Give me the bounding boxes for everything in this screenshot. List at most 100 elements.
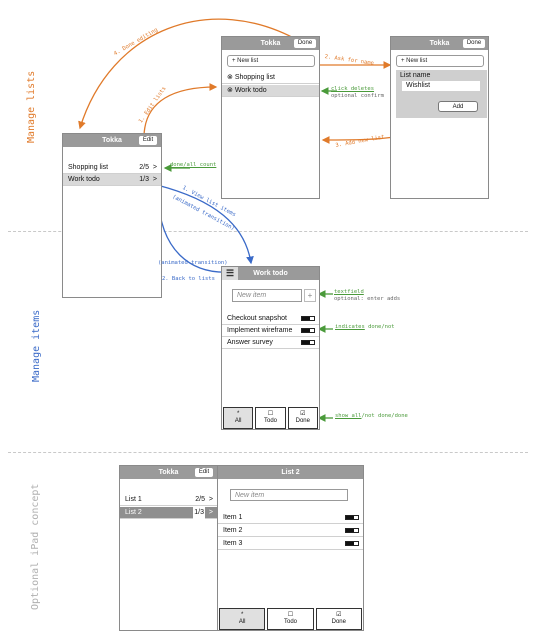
add-button[interactable]: Add	[438, 101, 478, 112]
note-anim-back: (animated transition)	[158, 260, 228, 266]
done-count: 1/3	[193, 507, 205, 519]
item-row[interactable]: Item 3	[218, 538, 363, 550]
item-row[interactable]: Item 2	[218, 525, 363, 537]
nav-bar: Tokka Edit	[120, 466, 217, 479]
item-label: Implement wireframe	[227, 327, 293, 334]
new-item-input[interactable]: New item	[232, 289, 302, 302]
list-name-input[interactable]: Wishlist	[402, 81, 480, 91]
item-row[interactable]: Implement wireframe	[222, 325, 319, 337]
done-toggle[interactable]	[345, 528, 359, 533]
indicates-text: indicates	[335, 324, 365, 330]
note-ask-name: 2. Ask for name	[324, 54, 375, 67]
menu-icon[interactable]: ☰	[222, 267, 238, 280]
filter-tab-bar: *All ☐Todo ☑Done	[222, 407, 319, 429]
click-deletes-text: click deletes	[331, 86, 375, 92]
screen-edit-lists: Tokka Done + New list ⊗ Shopping list ⊗ …	[221, 36, 320, 199]
tab-label: Done	[295, 418, 310, 424]
list-item[interactable]: Shopping list 2/5 >	[63, 162, 161, 174]
note-show-all: show all/not done/done	[335, 413, 408, 419]
nav-bar: ☰ Work todo	[222, 267, 319, 280]
item-label: Item 1	[223, 514, 243, 521]
checkbox-checked-icon: ☑	[300, 411, 306, 417]
nav-bar: Tokka Done	[222, 37, 319, 50]
note-back-lists: 2. Back to lists	[162, 276, 215, 282]
note-add-new-list: 3. Add new list	[335, 134, 385, 149]
tab-todo[interactable]: ☐Todo	[267, 608, 314, 630]
textfield-text: textfield	[334, 289, 364, 295]
show-all-text: show all	[335, 413, 362, 419]
ipad-right-pane: List 2 New item Item 1 Item 2 Item 3	[218, 466, 363, 630]
list-item[interactable]: Work todo 1/3 >	[63, 174, 161, 186]
done-toggle[interactable]	[301, 328, 315, 333]
list-item-label: Work todo	[234, 87, 267, 94]
ipad-left-pane: Tokka Edit List 1 2/5 > List 2 1/3 >	[120, 466, 218, 630]
list-item[interactable]: List 1 2/5 >	[120, 494, 217, 506]
done-toggle[interactable]	[301, 340, 315, 345]
separator	[8, 231, 528, 232]
name-popup: List name Wishlist Add	[396, 70, 487, 118]
edit-button[interactable]: Edit	[139, 136, 157, 145]
item-row[interactable]: Answer survey	[222, 337, 319, 349]
done-button[interactable]: Done	[463, 39, 485, 48]
screen-items: ☰ Work todo New item + Checkout snapshot…	[221, 266, 320, 430]
note-textfield-opt: optional: enter adds	[334, 296, 401, 302]
tab-label: Todo	[263, 418, 277, 424]
nav-title: Tokka	[158, 469, 179, 476]
note-textfield: textfield	[334, 289, 364, 295]
note-optional-confirm: optional confirm	[331, 93, 384, 99]
tab-done[interactable]: ☑Done	[315, 608, 362, 630]
done-toggle[interactable]	[345, 515, 359, 520]
nav-title: Tokka	[102, 137, 122, 144]
done-toggle[interactable]	[345, 541, 359, 546]
screen-add-list: Tokka Done + New list List name Wishlist…	[390, 36, 489, 199]
edit-button[interactable]: Edit	[195, 468, 213, 477]
list-item[interactable]: List 2 1/3 >	[120, 507, 217, 519]
item-row[interactable]: Checkout snapshot	[222, 313, 319, 325]
star-icon: *	[236, 411, 240, 417]
note-click-deletes: click deletes	[331, 86, 374, 92]
note-done-editing: 4. Done editing	[113, 27, 160, 58]
done-all-count-text: done/all count	[170, 162, 217, 168]
tab-all[interactable]: *All	[223, 407, 254, 429]
tab-label: All	[234, 418, 242, 424]
section-label-ipad: Optional iPad concept	[30, 483, 41, 610]
checkbox-checked-icon: ☑	[336, 612, 342, 618]
done-count: 2/5	[139, 164, 149, 171]
chevron-right-icon: >	[152, 176, 157, 183]
ipad-frame: Tokka Edit List 1 2/5 > List 2 1/3 > Lis…	[119, 465, 364, 631]
nav-title: Work todo	[253, 270, 288, 277]
section-label-manage-lists: Manage lists	[26, 70, 37, 143]
tab-label: Todo	[283, 619, 297, 625]
done-button[interactable]: Done	[294, 39, 316, 48]
separator	[8, 452, 528, 453]
nav-bar: Tokka Edit	[63, 134, 161, 147]
nav-title: Tokka	[260, 40, 281, 47]
new-list-button[interactable]: + New list	[227, 55, 315, 67]
delete-icon[interactable]: ⊗	[227, 74, 233, 81]
note-indicates: indicates done/not	[335, 324, 395, 330]
item-row[interactable]: Item 1	[218, 512, 363, 524]
new-item-input[interactable]: New item	[230, 489, 348, 501]
nav-bar: Tokka Done	[391, 37, 488, 50]
nav-bar: List 2	[218, 466, 363, 479]
show-rest: /not done/done	[361, 413, 408, 419]
tab-label: All	[238, 619, 246, 625]
note-edit-lists: 1. Edit lists	[138, 85, 168, 125]
list-item-label: Shopping list	[234, 74, 275, 81]
add-item-button[interactable]: +	[304, 289, 316, 302]
list-item: ⊗ Shopping list	[222, 72, 319, 84]
new-list-button[interactable]: + New list	[396, 55, 484, 67]
list-item: ⊗ Work todo	[222, 85, 319, 97]
list-item-label: Work todo	[68, 176, 100, 183]
delete-icon[interactable]: ⊗	[227, 87, 233, 94]
filter-tab-bar: *All ☐Todo ☑Done	[218, 608, 363, 630]
note-done-all-count: done/all count	[170, 162, 216, 168]
tab-done[interactable]: ☑Done	[287, 407, 318, 429]
checkbox-empty-icon: ☐	[267, 411, 274, 417]
list-item-label: List 2	[125, 509, 142, 516]
tab-label: Done	[331, 619, 346, 625]
done-toggle[interactable]	[301, 316, 315, 321]
tab-all[interactable]: *All	[219, 608, 266, 630]
indicates-rest: done/not	[364, 324, 395, 330]
tab-todo[interactable]: ☐Todo	[255, 407, 286, 429]
